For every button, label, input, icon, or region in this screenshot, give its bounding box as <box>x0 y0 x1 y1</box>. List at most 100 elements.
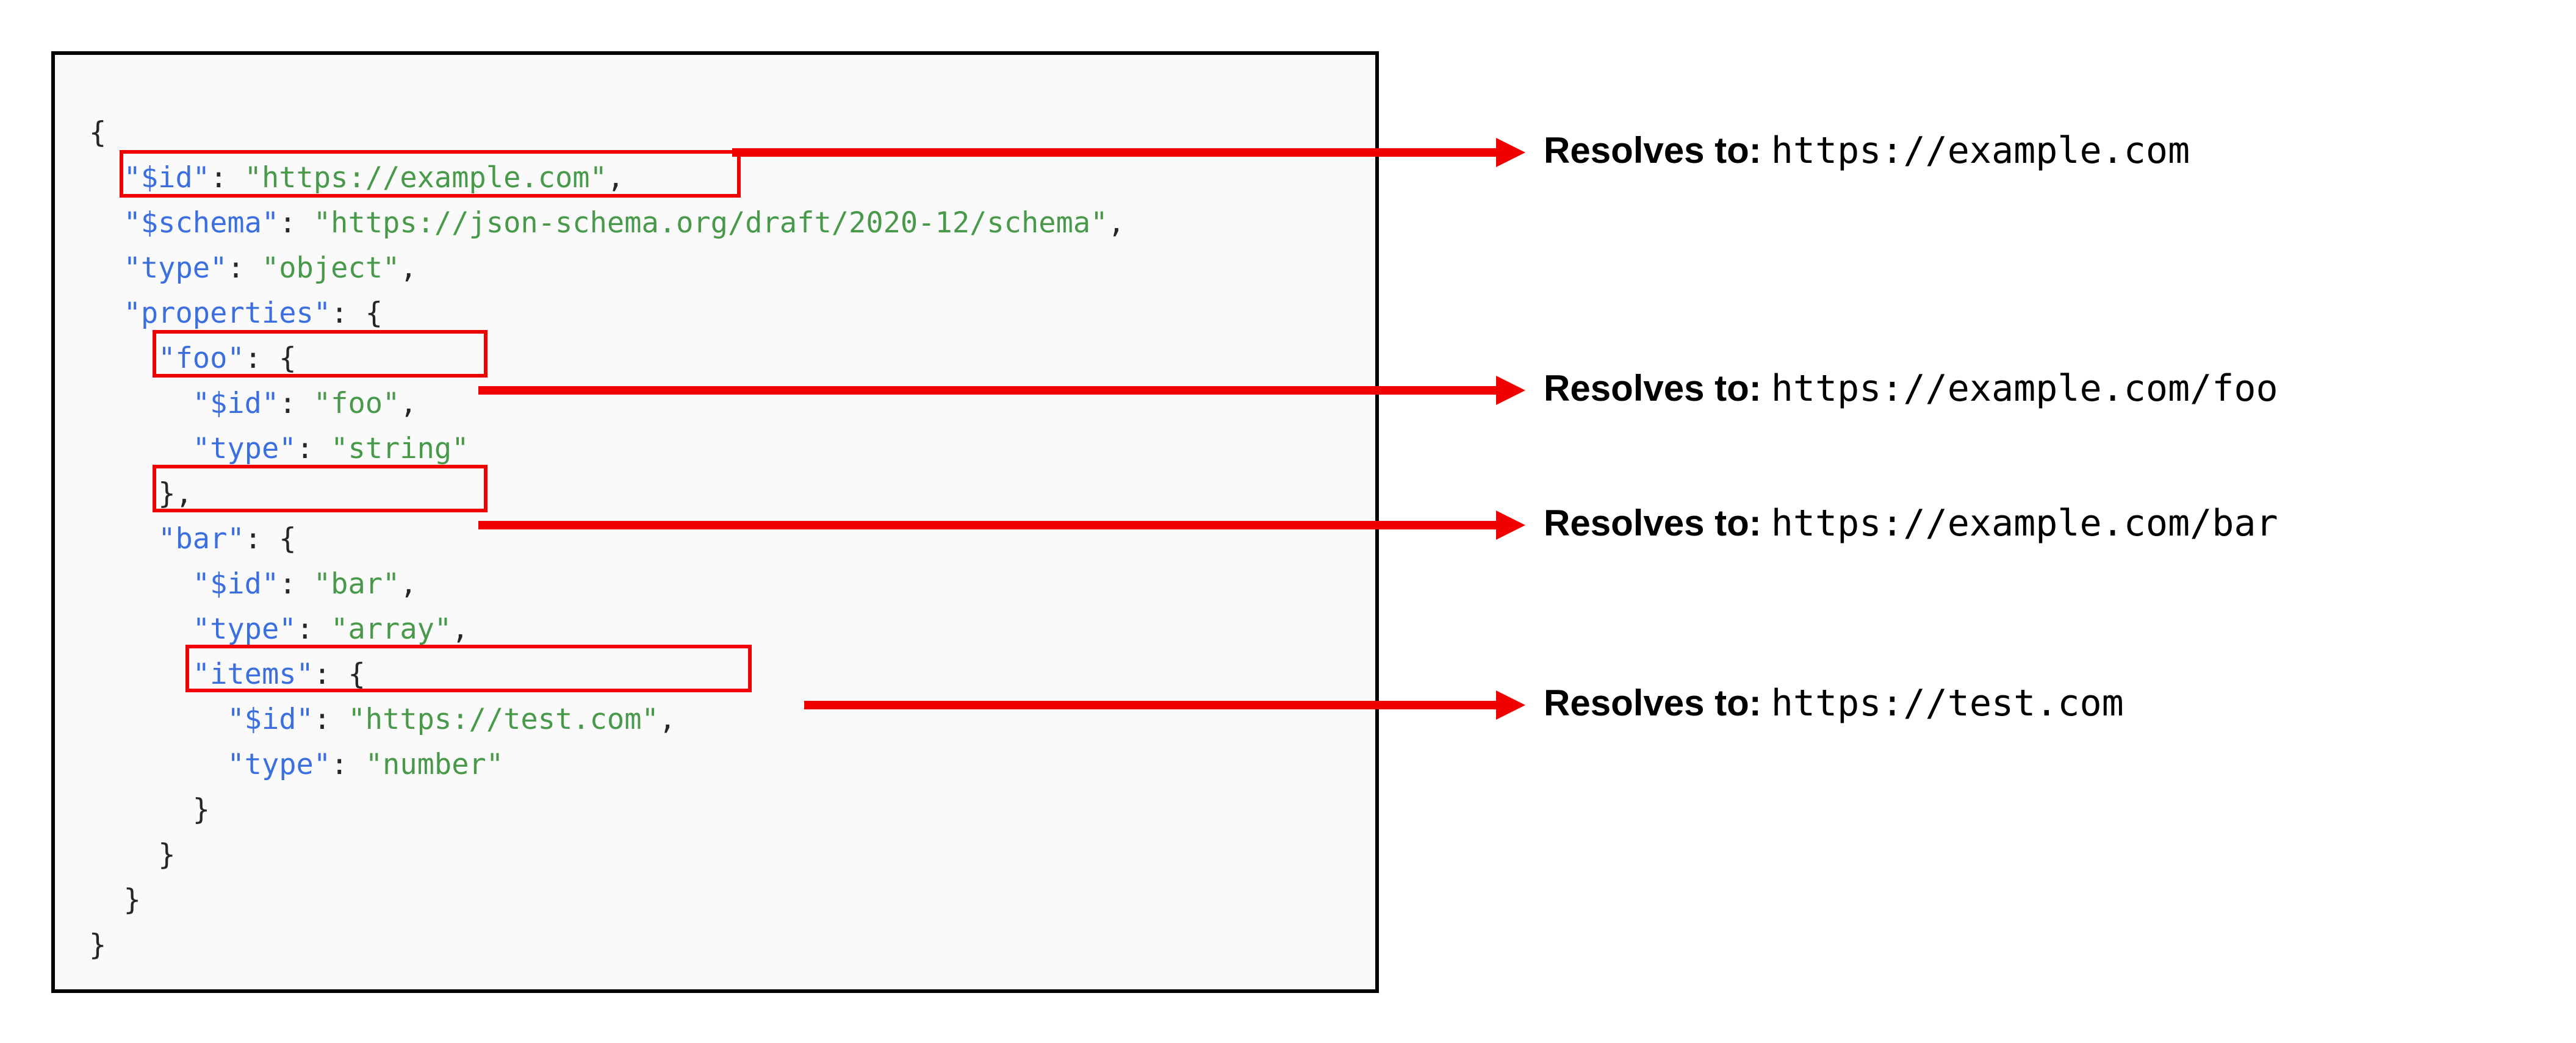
json-punctuation: : <box>227 251 262 285</box>
code-lines: { "$id": "https://example.com", "$schema… <box>89 110 1125 968</box>
json-punctuation: : <box>313 703 348 736</box>
json-punctuation: , <box>1107 206 1125 240</box>
code-indent <box>89 296 124 330</box>
json-punctuation: } <box>192 793 210 826</box>
code-indent <box>89 838 158 872</box>
resolved-url: https://example.com/foo <box>1771 367 2278 410</box>
code-indent <box>89 432 193 465</box>
json-punctuation: : { <box>331 296 383 330</box>
code-indent <box>89 567 193 601</box>
arrow-shaft <box>478 386 1496 395</box>
json-key: "type" <box>123 251 228 285</box>
arrow-shaft <box>804 701 1496 709</box>
arrow-shaft <box>732 148 1496 157</box>
json-key: "foo" <box>158 342 245 375</box>
annotation-root-id: Resolves to: https://example.com <box>1544 129 2190 172</box>
arrow-head-icon <box>1496 138 1525 167</box>
code-indent <box>89 793 193 826</box>
json-string: "object" <box>261 251 400 285</box>
json-key: "$id" <box>227 703 314 736</box>
json-punctuation: : <box>296 432 331 465</box>
json-punctuation: : <box>210 161 245 195</box>
json-punctuation: } <box>89 928 107 962</box>
code-line: } <box>89 878 1125 923</box>
code-line: } <box>89 787 1125 833</box>
code-line: "properties": { <box>89 291 1125 336</box>
code-indent <box>89 612 193 646</box>
arrow-head-icon <box>1496 511 1525 540</box>
json-string: "number" <box>365 748 504 781</box>
json-key: "bar" <box>158 522 245 556</box>
json-key: "$schema" <box>123 206 279 240</box>
code-line: "type": "object", <box>89 246 1125 291</box>
arrow-head-icon <box>1496 376 1525 405</box>
json-key: "$id" <box>192 387 279 420</box>
json-punctuation: } <box>158 838 176 872</box>
code-indent <box>89 387 193 420</box>
arrow-head-icon <box>1496 690 1525 720</box>
code-indent <box>89 883 124 917</box>
json-punctuation: , <box>452 612 469 646</box>
json-punctuation: } <box>123 883 141 917</box>
json-punctuation: : <box>331 748 365 781</box>
json-punctuation: : <box>279 387 314 420</box>
code-line: } <box>89 833 1125 878</box>
json-punctuation: , <box>400 387 417 420</box>
resolves-to-label: Resolves to: <box>1544 503 1761 543</box>
code-line: { <box>89 110 1125 156</box>
json-string: "string" <box>331 432 469 465</box>
code-indent <box>89 658 193 691</box>
json-punctuation: }, <box>158 477 193 511</box>
code-line: "$id": "foo", <box>89 381 1125 426</box>
json-string: "https://test.com" <box>348 703 659 736</box>
code-line: "foo": { <box>89 336 1125 381</box>
code-indent <box>89 703 227 736</box>
json-string: "foo" <box>313 387 400 420</box>
arrow-bar-id <box>478 511 1525 540</box>
json-punctuation: : { <box>244 522 297 556</box>
json-key: "items" <box>192 658 314 691</box>
code-line: } <box>89 923 1125 968</box>
json-key: "$id" <box>123 161 210 195</box>
arrow-root-id <box>732 138 1525 167</box>
json-punctuation: : <box>279 206 314 240</box>
code-line: "$id": "bar", <box>89 562 1125 607</box>
json-punctuation: { <box>89 116 107 149</box>
json-punctuation: : <box>279 567 314 601</box>
code-line: "$schema": "https://json-schema.org/draf… <box>89 201 1125 246</box>
json-string: "array" <box>331 612 452 646</box>
json-punctuation: , <box>400 251 417 285</box>
code-indent <box>89 161 124 195</box>
json-key: "type" <box>192 432 297 465</box>
resolves-to-label: Resolves to: <box>1544 683 1761 723</box>
resolves-to-label: Resolves to: <box>1544 130 1761 171</box>
json-punctuation: : { <box>313 658 365 691</box>
code-line: "$id": "https://test.com", <box>89 697 1125 742</box>
code-indent <box>89 251 124 285</box>
annotation-items-id: Resolves to: https://test.com <box>1544 682 2124 725</box>
json-string: "bar" <box>313 567 400 601</box>
code-indent <box>89 748 227 781</box>
resolved-url: https://example.com/bar <box>1771 502 2278 545</box>
json-punctuation: , <box>606 161 625 195</box>
json-key: "type" <box>227 748 331 781</box>
code-line: "type": "array", <box>89 607 1125 652</box>
annotation-foo-id: Resolves to: https://example.com/foo <box>1544 367 2278 410</box>
resolved-url: https://test.com <box>1771 682 2124 725</box>
json-punctuation: : { <box>244 342 297 375</box>
json-key: "type" <box>192 612 297 646</box>
json-key: "properties" <box>123 296 331 330</box>
json-string: "https://example.com" <box>244 161 607 195</box>
arrow-shaft <box>478 521 1496 529</box>
annotation-bar-id: Resolves to: https://example.com/bar <box>1544 502 2278 545</box>
json-punctuation: , <box>400 567 417 601</box>
code-line: }, <box>89 471 1125 517</box>
code-line: "bar": { <box>89 517 1125 562</box>
code-indent <box>89 342 158 375</box>
code-line: "$id": "https://example.com", <box>89 156 1125 201</box>
code-indent <box>89 522 158 556</box>
resolved-url: https://example.com <box>1771 129 2190 172</box>
code-line: "items": { <box>89 652 1125 697</box>
code-line: "type": "string" <box>89 426 1125 471</box>
code-line: "type": "number" <box>89 742 1125 787</box>
